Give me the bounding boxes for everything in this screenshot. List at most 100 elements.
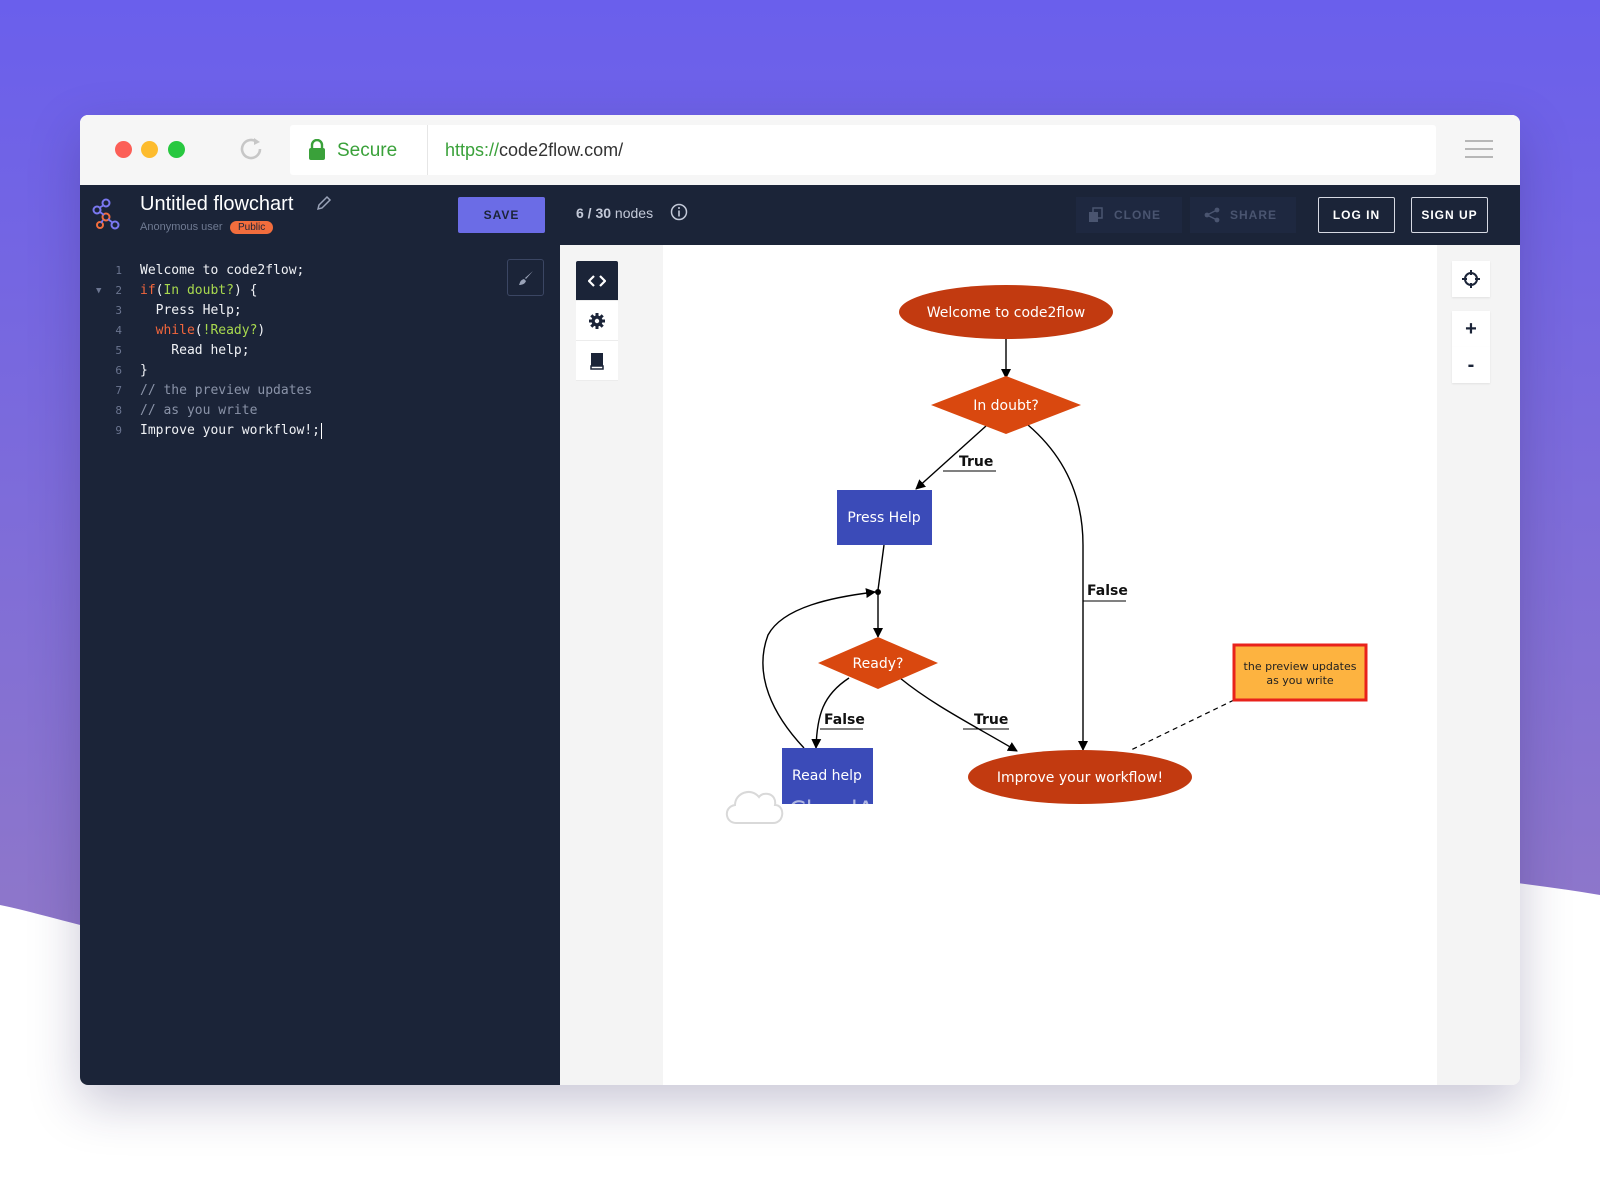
node-counter: 6 / 30 nodes [576,205,653,221]
lock-icon [309,139,325,160]
share-icon [1204,207,1220,223]
code-text: Press Help; [140,303,242,318]
fold-toggle-icon[interactable]: ▼ [96,286,102,296]
code-text: Read help; [140,343,250,358]
code-rest: ) { [233,283,258,298]
info-icon[interactable] [670,203,688,221]
flowchart-title[interactable]: Untitled flowchart [140,193,294,215]
line-number: 4 [115,324,122,337]
cloudapp-watermark: CloudApp [725,790,904,824]
label-false-1: False [1087,583,1128,599]
node-press-help[interactable] [837,490,932,545]
preview-area: True False False True Welcome to code2fl… [560,245,1520,1085]
signup-button[interactable]: SIGN UP [1411,197,1488,233]
condition: In doubt? [163,283,234,298]
line-number: 3 [115,304,122,317]
line-number: 1 [115,264,122,277]
code-line[interactable]: 7 // the preview updates [80,381,560,401]
code-last-text: Improve your workflow!; [140,423,321,438]
clone-button[interactable]: CLONE [1076,197,1182,233]
keyword: while [155,323,195,338]
login-button[interactable]: LOG IN [1318,197,1395,233]
line-number: 2 [115,284,122,297]
url-scheme: https:// [445,140,500,160]
code-editor[interactable]: 1 Welcome to code2flow; ▼ 2 if(In doubt?… [80,245,560,1085]
format-code-button[interactable] [507,259,544,296]
code-lines[interactable]: 1 Welcome to code2flow; ▼ 2 if(In doubt?… [80,261,560,441]
edge-note-dashed [1130,699,1235,751]
line-number: 7 [115,384,122,397]
node-read-help[interactable] [782,748,873,804]
minimize-window-button[interactable] [141,141,158,158]
code-line[interactable]: 3 Press Help; [80,301,560,321]
user-label: Anonymous user [140,221,223,233]
join-point [875,589,881,595]
url-text[interactable]: https://code2flow.com/ [445,140,623,161]
settings-tool[interactable] [576,301,618,341]
crosshair-icon [1462,270,1480,288]
cloud-icon [725,790,784,824]
code-text: } [140,363,148,378]
code-line[interactable]: 8 // as you write [80,401,560,421]
save-button[interactable]: SAVE [458,197,545,233]
zoom-toolbar: + - [1452,261,1490,383]
reload-icon[interactable] [237,135,265,163]
code-text: while(!Ready?) [155,323,266,338]
code-comment: // as you write [140,403,258,418]
maximize-window-button[interactable] [168,141,185,158]
docs-tool[interactable] [576,341,618,381]
label-true-1: True [959,454,993,470]
zoom-in-button[interactable]: + [1452,311,1490,347]
code-view-tool[interactable] [576,261,618,301]
code-line[interactable]: 5 Read help; [80,341,560,361]
node-doubt-text: In doubt? [973,398,1039,414]
url-host: code2flow.com/ [499,140,624,160]
node-end[interactable] [968,750,1192,804]
code-text: Improve your workflow!; [140,421,323,441]
address-bar[interactable]: Secure https://code2flow.com/ [290,125,1436,175]
note-line-1: the preview updates [1244,660,1357,673]
line-number: 9 [115,424,122,437]
node-press-help-text: Press Help [847,510,920,526]
view-toolbar [576,261,618,381]
pencil-icon[interactable] [316,195,332,211]
node-start[interactable] [899,285,1113,339]
code-line[interactable]: 1 Welcome to code2flow; [80,261,560,281]
node-count: 6 / 30 [576,205,612,221]
code-text: Welcome to code2flow; [140,263,305,278]
share-label: SHARE [1230,208,1278,222]
code-icon [588,274,606,287]
node-read-help-text: Read help [792,768,862,784]
node-count-suffix: nodes [614,205,654,221]
node-ready-text: Ready? [853,656,904,672]
hamburger-icon[interactable] [1465,140,1493,160]
center-view-button[interactable] [1452,261,1490,297]
gear-icon [589,312,605,329]
label-false-2: False [824,712,865,728]
logo-icon[interactable] [88,197,124,233]
code-line[interactable]: ▼ 2 if(In doubt?) { [80,281,560,301]
close-window-button[interactable] [115,141,132,158]
book-icon [590,352,604,370]
flowchart[interactable]: True False False True Welcome to code2fl… [663,245,1437,1085]
note-box[interactable] [1232,643,1368,702]
line-number: 8 [115,404,122,417]
text-cursor [321,422,323,439]
code-line[interactable]: 4 while(!Ready?) [80,321,560,341]
node-decision-ready[interactable] [818,637,938,689]
code-line[interactable]: 6 } [80,361,560,381]
edge-readhelp-loop [762,588,876,749]
code-text: if(In doubt?) { [140,283,258,298]
keyword: if [140,283,156,298]
code-line[interactable]: 9 Improve your workflow!; [80,421,560,441]
line-number: 6 [115,364,122,377]
share-button[interactable]: SHARE [1190,197,1296,233]
visibility-badge[interactable]: Public [230,221,274,234]
node-decision-doubt[interactable] [931,376,1081,434]
secure-label: Secure [337,140,398,161]
secure-indicator[interactable]: Secure [290,125,428,175]
line-number: 5 [115,344,122,357]
zoom-out-button[interactable]: - [1452,347,1490,383]
condition: !Ready? [202,323,258,338]
label-true-2: True [974,712,1008,728]
